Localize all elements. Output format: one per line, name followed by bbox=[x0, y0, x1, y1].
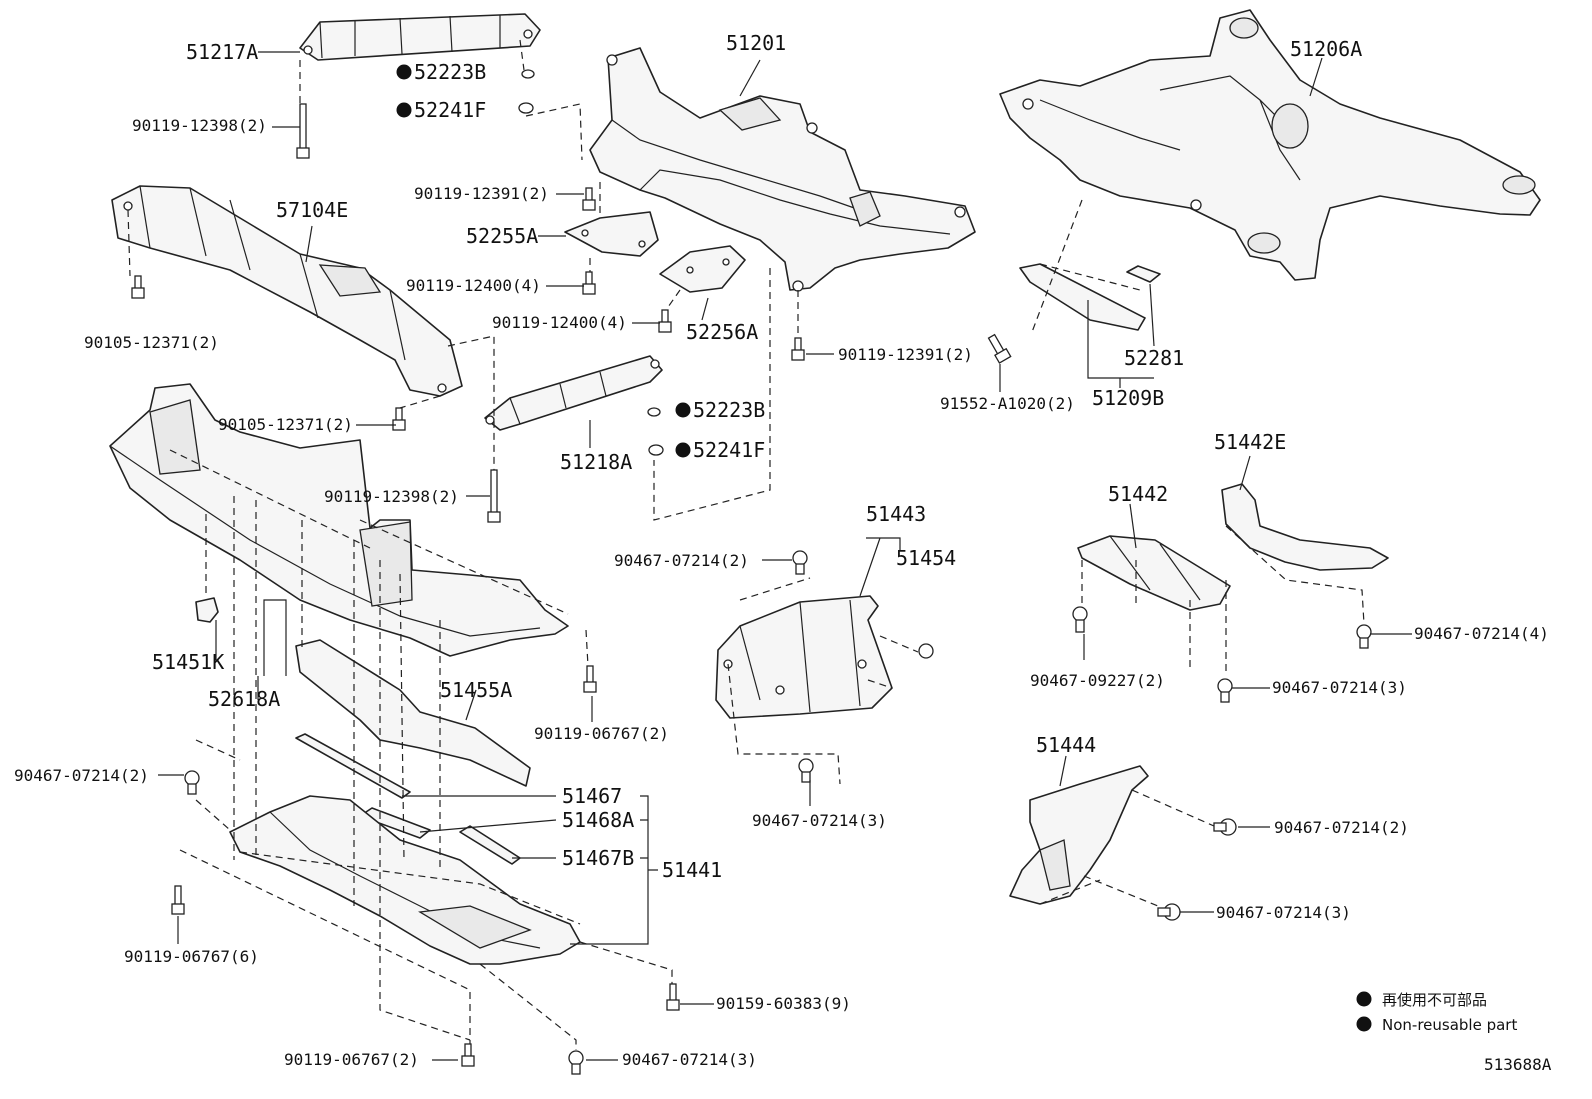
undercover-51441-shape bbox=[229, 795, 581, 965]
label-51444[interactable]: 51444 bbox=[1036, 733, 1096, 757]
label-90119-12398-2-top[interactable]: 90119-12398(2) bbox=[132, 116, 267, 135]
label-90467-07214-2-c[interactable]: 90467-07214(2) bbox=[1274, 818, 1409, 837]
crossmember-57104E-shape bbox=[111, 185, 463, 397]
label-51451K[interactable]: 51451K bbox=[152, 650, 224, 674]
legend-line-2: Non-reusable part bbox=[1382, 1016, 1517, 1034]
front-undercover-shape bbox=[109, 383, 569, 657]
label-57104E[interactable]: 57104E bbox=[276, 198, 348, 222]
non-reusable-dot-52241F-top bbox=[396, 102, 412, 118]
plate-51209B-shape bbox=[1019, 263, 1161, 331]
undercover-51442-shape bbox=[1077, 535, 1231, 611]
bracket-51217A-shape bbox=[299, 13, 541, 61]
label-52255A[interactable]: 52255A bbox=[466, 224, 538, 248]
label-52281[interactable]: 52281 bbox=[1124, 346, 1184, 370]
label-90119-06767-6[interactable]: 90119-06767(6) bbox=[124, 947, 259, 966]
bolts bbox=[131, 103, 1372, 1075]
cover-51444-shape bbox=[1009, 765, 1149, 905]
label-90119-12398-2-mid[interactable]: 90119-12398(2) bbox=[324, 487, 459, 506]
label-51441[interactable]: 51441 bbox=[662, 858, 722, 882]
sidecover-51443-shape bbox=[715, 595, 893, 719]
label-90467-07214-3-d[interactable]: 90467-07214(3) bbox=[622, 1050, 757, 1069]
part-labels: 51217A 52223B 52241F 90119-12398(2) 5120… bbox=[14, 31, 1549, 1069]
label-51468A[interactable]: 51468A bbox=[562, 808, 634, 832]
label-91552-A1020-2[interactable]: 91552-A1020(2) bbox=[940, 394, 1075, 413]
label-52241F-mid[interactable]: 52241F bbox=[693, 438, 765, 462]
label-51455A[interactable]: 51455A bbox=[440, 678, 512, 702]
non-reusable-dot-52241F-mid bbox=[675, 442, 691, 458]
bracket-51218A-shape bbox=[484, 355, 663, 431]
legend-dot-2 bbox=[1356, 1016, 1372, 1032]
legend-dot-1 bbox=[1356, 991, 1372, 1007]
bracket-52255A-shape bbox=[564, 211, 659, 257]
diagram-id: 513688A bbox=[1484, 1055, 1552, 1074]
label-51217A[interactable]: 51217A bbox=[186, 40, 258, 64]
label-90467-07214-2-b[interactable]: 90467-07214(2) bbox=[14, 766, 149, 785]
label-90119-06767-2-b[interactable]: 90119-06767(2) bbox=[284, 1050, 419, 1069]
dashed-assembly-lines bbox=[127, 39, 1365, 1050]
label-51206A[interactable]: 51206A bbox=[1290, 37, 1362, 61]
bracket-52256A-shape bbox=[659, 245, 746, 293]
non-reusable-markers bbox=[396, 64, 1372, 1032]
label-90467-07214-3-b[interactable]: 90467-07214(3) bbox=[752, 811, 887, 830]
non-reusable-dot-52223B-top bbox=[396, 64, 412, 80]
label-90467-07214-4[interactable]: 90467-07214(4) bbox=[1414, 624, 1549, 643]
leader-lines bbox=[158, 51, 1412, 1061]
label-51467B[interactable]: 51467B bbox=[562, 846, 634, 870]
label-51443[interactable]: 51443 bbox=[866, 502, 926, 526]
label-90119-12391-2-right[interactable]: 90119-12391(2) bbox=[838, 345, 973, 364]
label-90119-06767-2-a[interactable]: 90119-06767(2) bbox=[534, 724, 669, 743]
label-51442E[interactable]: 51442E bbox=[1214, 430, 1286, 454]
label-51218A[interactable]: 51218A bbox=[560, 450, 632, 474]
front-subframe-51201-shape bbox=[589, 47, 976, 292]
label-51209B[interactable]: 51209B bbox=[1092, 386, 1164, 410]
label-51467[interactable]: 51467 bbox=[562, 784, 622, 808]
label-90159-60383-9[interactable]: 90159-60383(9) bbox=[716, 994, 851, 1013]
label-90467-07214-3-a[interactable]: 90467-07214(3) bbox=[1272, 678, 1407, 697]
label-90105-12371-2-a[interactable]: 90105-12371(2) bbox=[84, 333, 219, 352]
rear-subframe-51206A-shape bbox=[999, 9, 1541, 281]
non-reusable-dot-52223B-mid bbox=[675, 402, 691, 418]
label-90467-07214-2-a[interactable]: 90467-07214(2) bbox=[614, 551, 749, 570]
cushions-shape bbox=[518, 69, 934, 659]
legend-line-1: 再使用不可部品 bbox=[1382, 991, 1487, 1009]
label-51442[interactable]: 51442 bbox=[1108, 482, 1168, 506]
label-52256A[interactable]: 52256A bbox=[686, 320, 758, 344]
label-52223B-top[interactable]: 52223B bbox=[414, 60, 486, 84]
label-90119-12391-2-left[interactable]: 90119-12391(2) bbox=[414, 184, 549, 203]
label-52241F-top[interactable]: 52241F bbox=[414, 98, 486, 122]
label-52223B-mid[interactable]: 52223B bbox=[693, 398, 765, 422]
legend: 再使用不可部品 Non-reusable part bbox=[1382, 991, 1517, 1034]
label-90105-12371-2-b[interactable]: 90105-12371(2) bbox=[218, 415, 353, 434]
label-90467-07214-3-c[interactable]: 90467-07214(3) bbox=[1216, 903, 1351, 922]
label-51201[interactable]: 51201 bbox=[726, 31, 786, 55]
strip-51455A-shape bbox=[295, 639, 531, 787]
strips-51467-shape bbox=[295, 733, 521, 865]
label-90119-12400-4-a[interactable]: 90119-12400(4) bbox=[406, 276, 541, 295]
cover-51442E-shape bbox=[1221, 483, 1389, 571]
label-51454[interactable]: 51454 bbox=[896, 546, 956, 570]
label-90119-12400-4-b[interactable]: 90119-12400(4) bbox=[492, 313, 627, 332]
clip-51451K-shape bbox=[195, 597, 219, 623]
label-90467-09227-2[interactable]: 90467-09227(2) bbox=[1030, 671, 1165, 690]
label-52618A[interactable]: 52618A bbox=[208, 687, 280, 711]
